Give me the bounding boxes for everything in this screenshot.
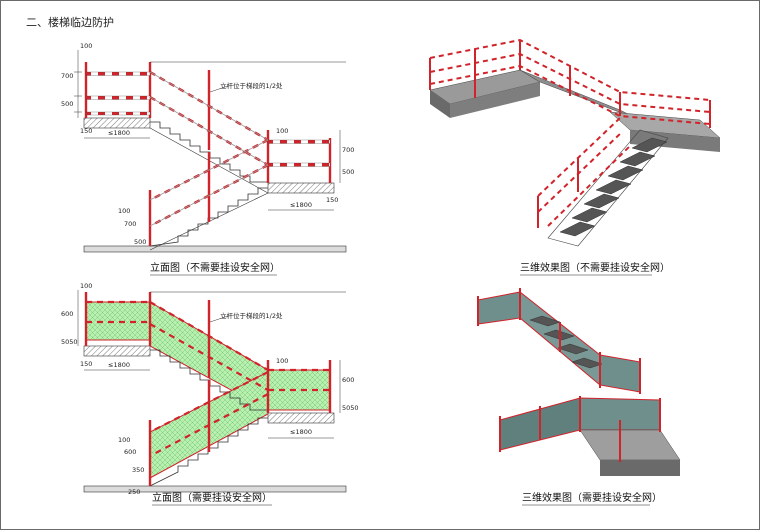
dim-right-5050: 5050 xyxy=(342,404,359,412)
ground-slab xyxy=(83,245,347,253)
section-title: 二、楼梯临边防护 xyxy=(26,16,114,29)
upper-landing xyxy=(83,117,151,129)
dim-500: 500 xyxy=(61,100,73,108)
isometric-top: 三维效果图（不需要挂设安全网） xyxy=(429,38,721,276)
caption-iso-bottom: 三维效果图（需要挂设安全网） xyxy=(522,491,662,504)
upper-landing-bottom xyxy=(83,345,151,357)
mid-landing xyxy=(267,182,335,194)
dim-top-100-b: 100 xyxy=(80,282,92,290)
dim-right-le-1800-b: ≤1800 xyxy=(290,428,312,436)
dim-150-b: 150 xyxy=(80,360,92,368)
dim-bottom-350: 350 xyxy=(132,466,144,474)
dim-5050: 5050 xyxy=(61,338,78,346)
elevation-top: 100 700 500 150 ≤1800 100 700 500 150 ≤1… xyxy=(61,42,354,276)
dim-right-le-1800: ≤1800 xyxy=(290,201,312,209)
dim-bottom-100: 100 xyxy=(118,207,130,215)
dim-le-1800: ≤1800 xyxy=(108,129,130,137)
post-position-note: 立杆位于梯段的1/2处 xyxy=(220,81,283,90)
dim-top-100: 100 xyxy=(80,42,92,50)
dim-right-600: 600 xyxy=(342,376,354,384)
dim-le-1800-b: ≤1800 xyxy=(108,361,130,369)
safety-net-mid-landing xyxy=(267,369,331,411)
caption-iso-top: 三维效果图（不需要挂设安全网） xyxy=(520,261,670,274)
dim-right-100-b: 100 xyxy=(276,357,288,365)
dim-bottom-500: 500 xyxy=(134,238,146,246)
dim-150: 150 xyxy=(80,127,92,135)
caption-elevation-bottom: 立面图（需要挂设安全网） xyxy=(152,491,272,504)
dim-bottom-600: 600 xyxy=(124,448,136,456)
mid-landing-bottom xyxy=(267,412,335,424)
dim-right-500: 500 xyxy=(342,168,354,176)
isometric-bottom: 三维效果图（需要挂设安全网） xyxy=(477,288,681,506)
ground-slab-bottom xyxy=(83,485,347,493)
dim-700: 700 xyxy=(61,72,73,80)
post-position-note-b: 立杆位于梯段的1/2处 xyxy=(220,311,283,320)
dim-right-700: 700 xyxy=(342,146,354,154)
dim-bottom-250: 250 xyxy=(128,488,140,496)
elevation-bottom: 100 600 5050 150 ≤1800 100 600 5050 ≤180… xyxy=(61,282,359,506)
dim-right-150: 150 xyxy=(326,196,338,204)
dim-600: 600 xyxy=(61,310,73,318)
safety-net-upper-landing xyxy=(85,301,151,341)
caption-elevation-top: 立面图（不需要挂设安全网） xyxy=(150,261,280,274)
dim-bottom-700: 700 xyxy=(124,220,136,228)
dim-bottom-100-b: 100 xyxy=(118,436,130,444)
dim-right-100: 100 xyxy=(276,127,288,135)
